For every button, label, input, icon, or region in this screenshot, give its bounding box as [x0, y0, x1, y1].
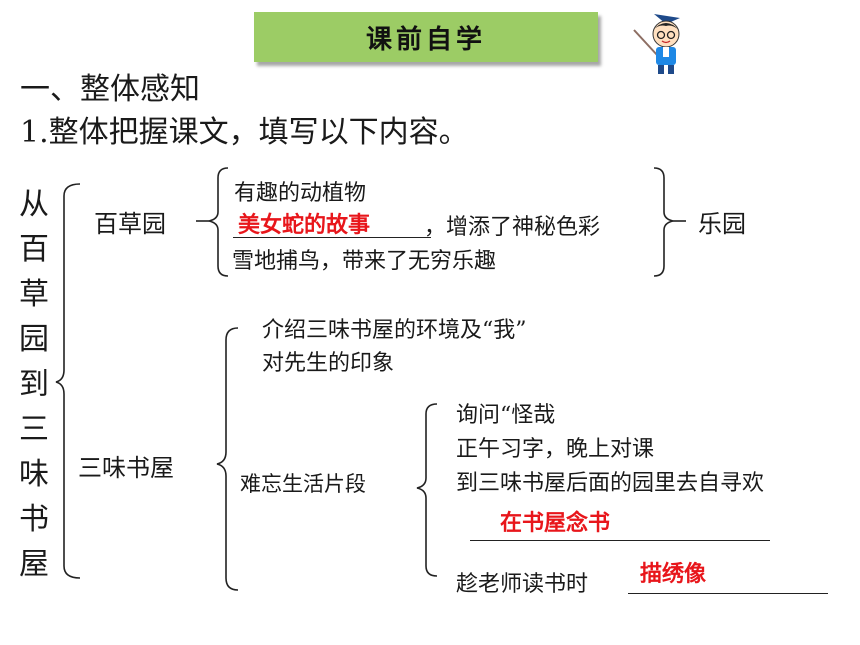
baicao-label: 百草园 [94, 210, 166, 238]
life-item-2: 正午习字，晚上对课 [456, 437, 655, 462]
section-heading: 一、整体感知 [20, 72, 200, 107]
baicao-item-2: ，增添了神秘色彩 [424, 215, 601, 240]
task-heading: 1.整体把握课文，填写以下内容。 [20, 115, 469, 150]
banner-title: 课前自学 [254, 12, 598, 62]
life-answer-2-underline [628, 593, 828, 594]
teacher-with-pointer-icon [633, 14, 680, 74]
life-item-4: 趁老师读书时 [456, 572, 589, 597]
life-answer-1: 在书屋念书 [500, 511, 611, 536]
baicao-item-3: 雪地捕鸟，带来了无穷乐趣 [232, 249, 497, 274]
sanwei-label: 三味书屋 [78, 454, 174, 482]
life-answer-2: 描绣像 [640, 562, 707, 587]
life-answer-1-underline [470, 540, 770, 541]
baicao-answer: 美女蛇的故事 [238, 213, 371, 238]
sanwei-intro-2: 对先生的印象 [262, 351, 395, 376]
baicao-item-1: 有趣的动植物 [234, 181, 367, 206]
baicao-result: 乐园 [698, 210, 746, 238]
sanwei-intro-1: 介绍三味书屋的环境及“我” [262, 318, 527, 343]
life-label: 难忘生活片段 [240, 472, 366, 496]
life-item-1: 询问“怪哉 [456, 403, 556, 428]
vertical-title: 从百草园到三味书屋 [19, 187, 49, 582]
life-item-3: 到三味书屋后面的园里去自寻欢 [456, 471, 765, 496]
baicao-answer-underline [233, 237, 431, 238]
